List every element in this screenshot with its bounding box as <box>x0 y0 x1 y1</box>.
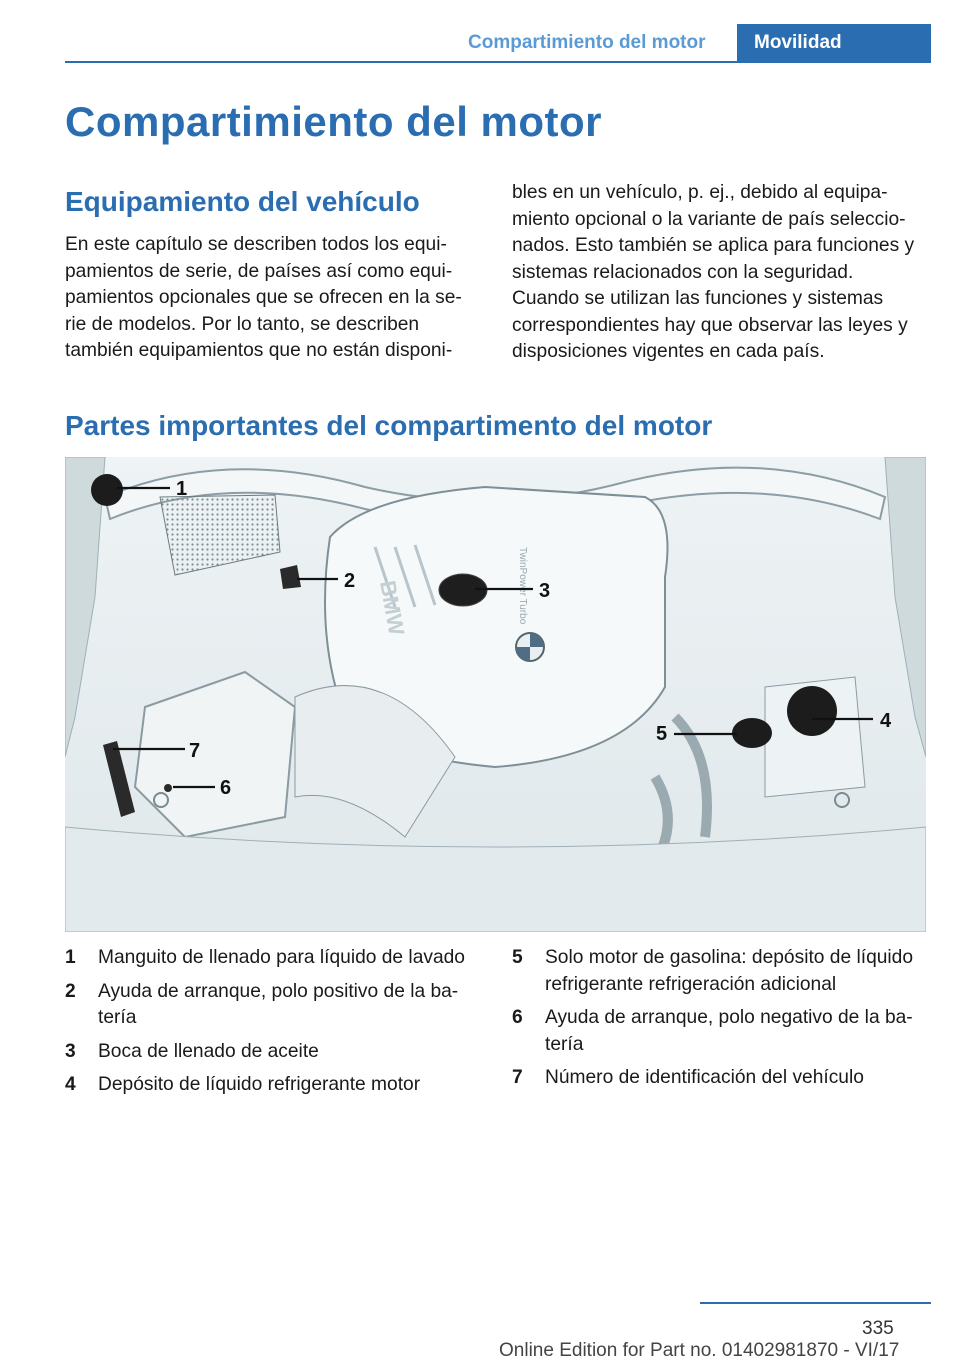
text-line: miento opcional o la variante de país se… <box>512 208 906 230</box>
callout-label-4: 4 <box>880 710 892 732</box>
legend-number: 2 <box>65 980 76 1002</box>
intro-text-left: En este capítulo se describen todos los … <box>65 232 485 365</box>
text-line: también equipamientos que no están dispo… <box>65 340 453 361</box>
callout-label-2: 2 <box>344 570 355 592</box>
intro-text-right: bles en un vehículo, p. ej., debido al e… <box>512 180 932 366</box>
legend-number: 5 <box>512 947 523 968</box>
text-line: pamientos de serie, de países así como e… <box>65 260 453 282</box>
legend-number: 3 <box>65 1040 76 1062</box>
callout-label-7: 7 <box>189 740 200 762</box>
legend-right: 5 Solo motor de gasolina: depósito de lí… <box>512 945 932 1099</box>
page-number: 335 <box>862 1318 894 1339</box>
legend-text: Depósito de líquido refrigerante motor <box>98 1074 421 1095</box>
legend-number: 4 <box>65 1074 76 1095</box>
legend-item: 5 Solo motor de gasolina: depósito de lí… <box>512 945 932 998</box>
legend-item: 7 Número de identificación del vehículo <box>512 1065 932 1092</box>
text-line: rie de modelos. Por lo tanto, se describ… <box>65 313 420 335</box>
legend-number: 1 <box>65 947 76 968</box>
legend-number: 6 <box>512 1007 523 1028</box>
running-header-tab: Movilidad <box>737 24 931 63</box>
header-rule <box>65 61 931 63</box>
text-line: disposiciones vigentes en cada país. <box>512 341 825 362</box>
legend-item: 3 Boca de llenado de aceite <box>65 1039 495 1066</box>
legend-item: 2 Ayuda de arranque, polo positivo de la… <box>65 979 495 1032</box>
legend-item: 1 Manguito de llenado para líquido de la… <box>65 945 495 972</box>
callout-label-1: 1 <box>176 478 187 500</box>
text-line: Cuando se utilizan las funciones y siste… <box>512 288 884 309</box>
legend-item: 4 Depósito de líquido refrigerante motor <box>65 1072 495 1099</box>
legend-text: Ayuda de arranque, polo positivo de la b… <box>98 980 459 1029</box>
legend-text: Boca de llenado de aceite <box>98 1040 319 1062</box>
section-heading-partes: Partes importantes del compartimento del… <box>65 410 713 441</box>
legend-text: Solo motor de gasolina: depósito de líqu… <box>545 947 914 995</box>
text-line: En este capítulo se describen todos los … <box>65 234 447 255</box>
callout-label-3: 3 <box>539 580 550 602</box>
legend-left: 1 Manguito de llenado para líquido de la… <box>65 945 495 1106</box>
page-title: Compartimiento del motor <box>65 98 603 145</box>
footer-rule <box>700 1302 931 1304</box>
running-header-section: Compartimiento del motor <box>468 32 706 53</box>
text-line: nados. Esto también se aplica para funci… <box>512 235 915 256</box>
callout-label-5: 5 <box>656 723 667 745</box>
edition-footer: Online Edition for Part no. 01402981870 … <box>499 1340 900 1361</box>
text-line: correspondientes hay que observar las le… <box>512 314 908 336</box>
legend-item: 6 Ayuda de arranque, polo negativo de la… <box>512 1005 932 1058</box>
text-line: bles en un vehículo, p. ej., debido al e… <box>512 182 888 203</box>
engine-badge-lettering: TwinPower Turbo <box>517 547 528 625</box>
engine-bay-illustration: BMW TwinPower Turbo 1 2 3 4 5 6 7 <box>65 457 926 932</box>
legend-text: Ayuda de arranque, polo negativo de la b… <box>545 1007 913 1055</box>
section-heading-equipamiento: Equipamiento del vehículo <box>65 186 420 217</box>
text-line: pamientos opcionales que se ofrecen en l… <box>65 287 462 308</box>
callout-label-6: 6 <box>220 777 231 799</box>
legend-text: Manguito de llenado para líquido de lava… <box>98 947 465 968</box>
legend-number: 7 <box>512 1067 523 1088</box>
legend-text: Número de identificación del vehículo <box>545 1067 864 1088</box>
text-line: sistemas relacionados con la seguridad. <box>512 261 854 283</box>
